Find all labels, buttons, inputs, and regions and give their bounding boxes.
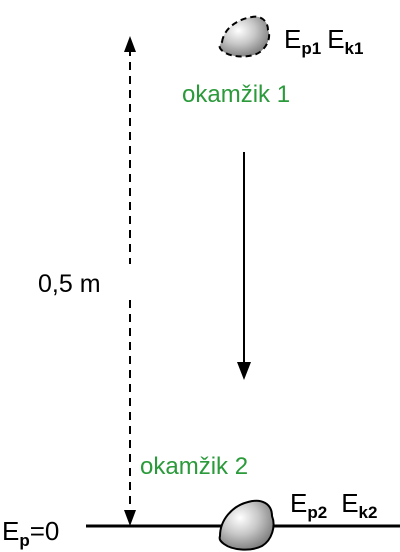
moment-1-label: okamžik 1 [182, 81, 290, 108]
stone-moment-2 [218, 499, 275, 551]
ground-energy-label: Ep=0 [2, 516, 59, 550]
moment-2-label: okamžik 2 [140, 453, 248, 480]
height-arrowhead-top [124, 36, 136, 52]
distance-label-bg [122, 264, 138, 298]
distance-label: 0,5 m [38, 270, 101, 298]
height-arrowhead-bottom [124, 510, 136, 526]
stone-moment-1 [218, 15, 271, 58]
motion-arrowhead [237, 362, 251, 380]
